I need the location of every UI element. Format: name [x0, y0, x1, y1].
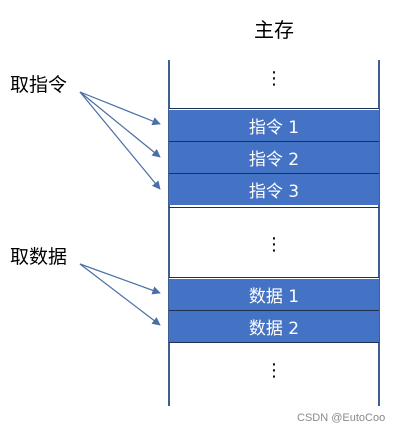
ellipsis-bottom: ⋮ [265, 360, 283, 381]
instruction-cell-1: 指令 1 [169, 109, 379, 141]
cell-separator [169, 173, 379, 174]
data-cell-2: 数据 2 [169, 310, 379, 342]
arrow-to-data-2 [79, 263, 161, 326]
memory-left-border [168, 60, 170, 406]
arrow-to-instruction-2 [79, 91, 161, 158]
instruction-cell-2: 指令 2 [169, 141, 379, 173]
arrow-to-instruction-3 [79, 91, 161, 190]
cell-separator [169, 310, 379, 311]
cell-separator [169, 141, 379, 142]
cell-separator [169, 207, 379, 208]
cell-separator [169, 277, 379, 278]
arrow-to-instruction-1 [79, 91, 161, 126]
fetch-data-label: 取数据 [10, 246, 68, 268]
watermark: CSDN @EutoCoo [297, 412, 386, 424]
arrow-to-data-1 [79, 263, 161, 295]
ellipsis-middle: ⋮ [265, 234, 283, 255]
fetch-instruction-label: 取指令 [10, 74, 68, 96]
memory-title: 主存 [254, 18, 294, 42]
data-cell-1: 数据 1 [169, 278, 379, 310]
ellipsis-top: ⋮ [265, 68, 283, 89]
memory-right-border [378, 60, 380, 406]
instruction-cell-3: 指令 3 [169, 173, 379, 205]
cell-separator [169, 108, 379, 109]
cell-separator [169, 342, 379, 343]
